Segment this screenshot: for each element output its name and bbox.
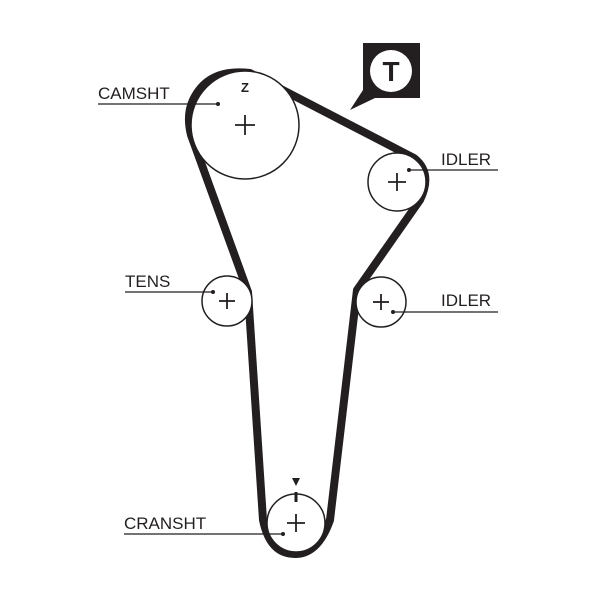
leader-dot-crankshaft — [281, 532, 285, 536]
tensioner-badge-letter: T — [382, 56, 399, 87]
leader-dot-idler-lower — [391, 310, 395, 314]
camshaft-pulley — [190, 70, 300, 180]
leader-dot-tensioner — [211, 290, 215, 294]
leader-dot-camshaft — [216, 102, 220, 106]
label-tensioner: TENS — [125, 272, 170, 291]
upper-idler-pulley — [367, 152, 427, 212]
leader-dot-idler-upper — [407, 168, 411, 172]
crankshaft-pulley — [266, 493, 326, 553]
tensioner-badge-icon — [350, 43, 420, 110]
tensioner-pulley — [201, 275, 253, 327]
label-idler-upper: IDLER — [441, 150, 491, 169]
label-idler-lower: IDLER — [441, 291, 491, 310]
lower-idler-pulley — [355, 276, 407, 328]
crankshaft-timing-mark — [292, 478, 300, 502]
label-camshaft: CAMSHT — [98, 84, 170, 103]
label-crankshaft: CRANSHT — [124, 514, 206, 533]
camshaft-timing-mark: Z — [241, 80, 249, 95]
